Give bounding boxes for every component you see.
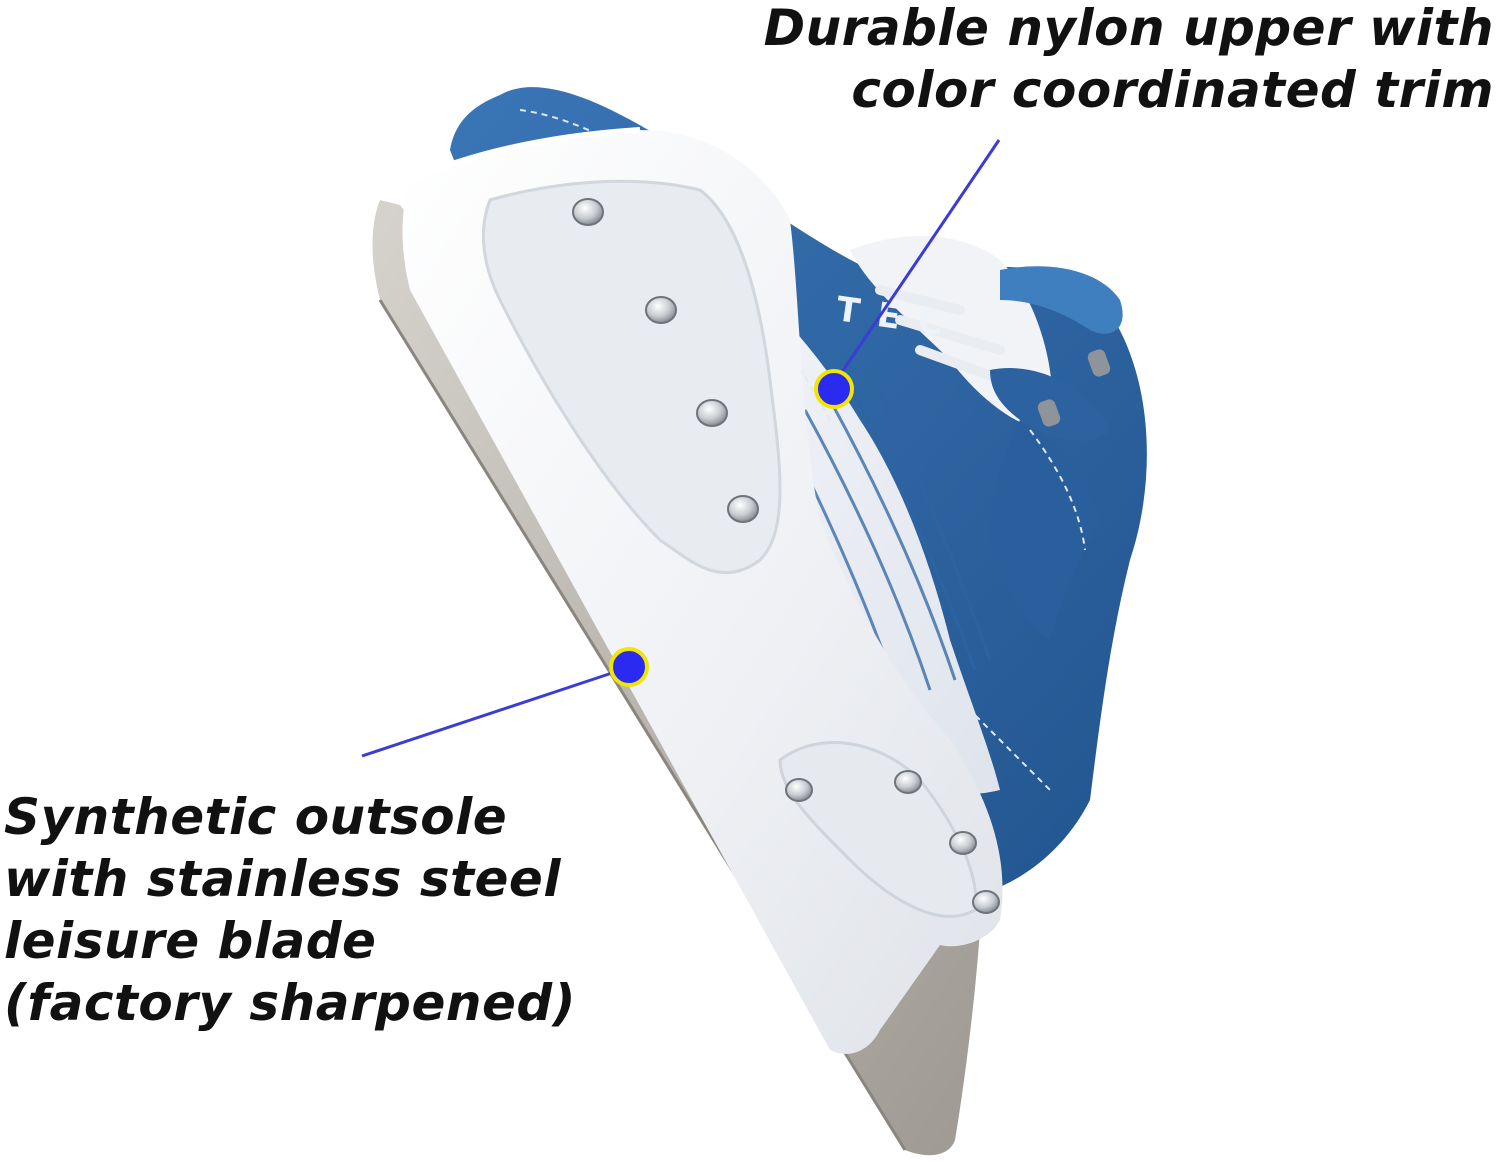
rivet-icon (785, 778, 813, 802)
rivet-icon (645, 296, 677, 324)
rivet-icon (949, 831, 977, 855)
callout-outsole-marker (361, 647, 649, 758)
callout-outsole-leader-line (361, 671, 613, 758)
rivet-icon (696, 399, 728, 427)
callout-upper-text: Durable nylon upper with color coordinat… (763, 0, 1494, 119)
synthetic-outsole (402, 127, 1003, 1054)
rivet-icon (894, 770, 922, 794)
callout-upper-marker (814, 139, 1001, 409)
callout-upper-leader-line (840, 139, 1001, 373)
callout-outsole-text: Synthetic outsole with stainless steel l… (4, 788, 576, 1032)
rivet-icon (572, 198, 604, 226)
rivet-icon (727, 495, 759, 523)
rivet-icon (972, 890, 1000, 914)
callout-dot-icon (609, 647, 649, 687)
callout-dot-icon (814, 369, 854, 409)
rivets (572, 198, 1000, 914)
